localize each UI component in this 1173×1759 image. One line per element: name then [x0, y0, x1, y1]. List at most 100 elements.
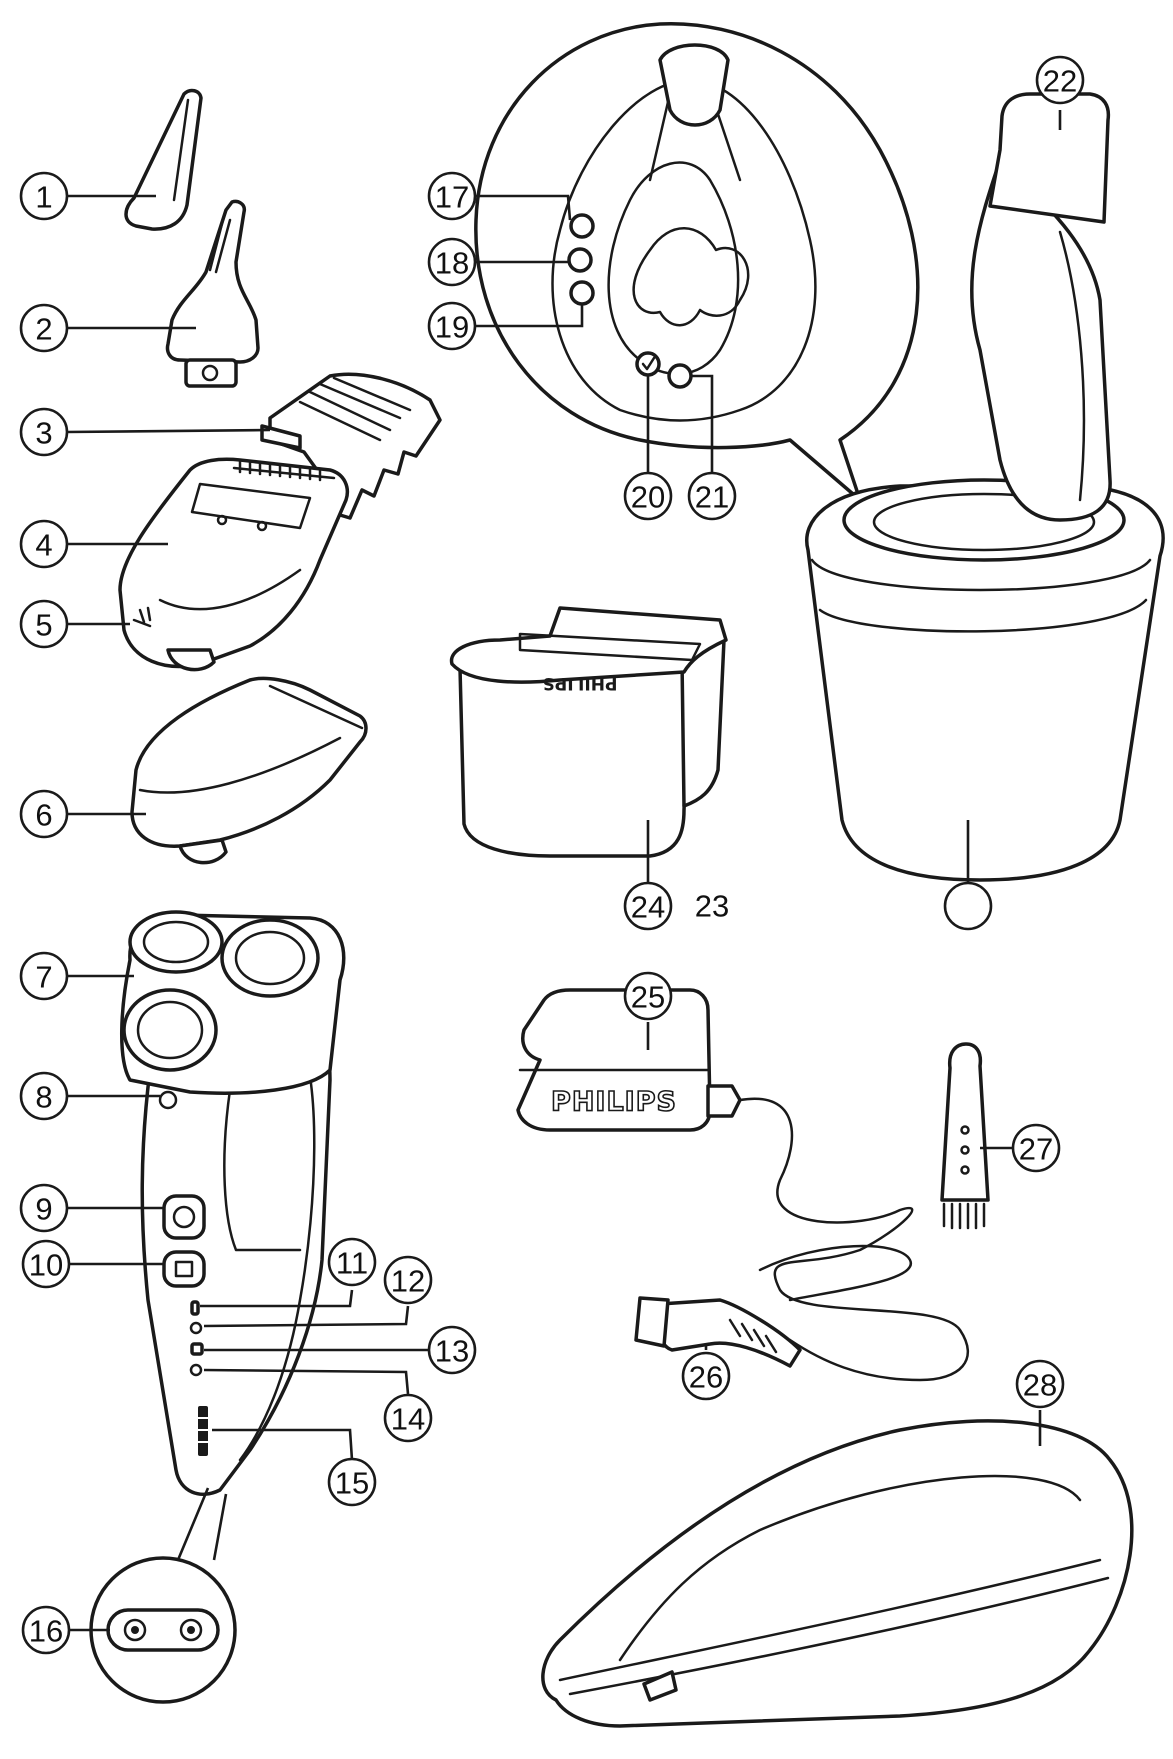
callout-number: 10	[29, 1248, 63, 1283]
callout-circle	[623, 471, 673, 521]
callout-11: 11	[327, 1237, 377, 1287]
callout-circle	[427, 237, 477, 287]
callout-number: 28	[1023, 1368, 1057, 1403]
part-1-trimmer-cap	[124, 88, 203, 231]
callout-number: 4	[35, 528, 52, 563]
power-adapter: PHILIPS	[516, 988, 970, 1382]
callout-circle	[681, 1351, 731, 1401]
callout-number: 16	[29, 1614, 63, 1649]
callout-number: 26	[689, 1360, 723, 1395]
callout-number: 14	[391, 1402, 425, 1437]
callout-5: 5	[19, 599, 69, 649]
callout-10: 10	[21, 1239, 71, 1289]
callout-number: 21	[695, 480, 729, 515]
part-4-beard-trimmer	[118, 457, 350, 672]
callout-number: 13	[435, 1334, 469, 1369]
callout-circle	[427, 1325, 477, 1375]
callout-2: 2	[19, 303, 69, 353]
callout-18: 18	[427, 237, 477, 287]
callout-number: 2	[35, 312, 52, 347]
callout-number: 8	[35, 1080, 52, 1115]
callout-20: 20	[623, 471, 673, 521]
callout-circle	[19, 599, 69, 649]
callout-8: 8	[19, 1071, 69, 1121]
callout-28: 28	[1015, 1359, 1065, 1409]
cleaning-cartridge: PHILIPS	[449, 606, 728, 858]
callout-1: 1	[19, 171, 69, 221]
callout-circle	[19, 1071, 69, 1121]
callout-9: 9	[19, 1183, 69, 1233]
part-16-socket-detail	[89, 1487, 237, 1704]
callout-14: 14	[383, 1393, 433, 1443]
cleaning-brush	[940, 1042, 990, 1230]
callout-25: 25	[623, 971, 673, 1021]
callout-circle	[19, 303, 69, 353]
adapter-brand-text: PHILIPS	[551, 1087, 677, 1118]
callout-number: 6	[35, 798, 52, 833]
callout-circle	[687, 471, 737, 521]
callout-21: 21	[687, 471, 737, 521]
label-23: 23	[695, 889, 729, 924]
callout-6: 6	[19, 789, 69, 839]
cleaning-station	[805, 92, 1165, 882]
callout-number: 17	[435, 180, 469, 215]
callout-circle	[19, 951, 69, 1001]
callout-circle	[327, 1237, 377, 1287]
callout-circle	[19, 1183, 69, 1233]
callout-13: 13	[427, 1325, 477, 1375]
shaver	[120, 910, 346, 1496]
callout-number: 22	[1043, 64, 1077, 99]
callout-15: 15	[327, 1457, 377, 1507]
callout-circle	[1035, 55, 1085, 105]
callout-number: 20	[631, 480, 665, 515]
callout-circle	[943, 881, 993, 931]
leader-lines	[65, 110, 1062, 1632]
callout-circle	[21, 1605, 71, 1655]
callout-26: 26	[681, 1351, 731, 1401]
callout-circle	[21, 1239, 71, 1289]
callout-16: 16	[21, 1605, 71, 1655]
callout-circle	[19, 789, 69, 839]
callout-number: 19	[435, 310, 469, 345]
part-6-precision-trimmer	[130, 676, 368, 865]
callout-blank	[943, 881, 993, 931]
callout-number: 27	[1019, 1132, 1053, 1167]
callout-number: 25	[631, 980, 665, 1015]
callout-number: 24	[631, 890, 665, 925]
callout-circle	[623, 971, 673, 1021]
callout-number: 3	[35, 416, 52, 451]
callout-circle	[19, 171, 69, 221]
callout-24: 24	[623, 881, 673, 931]
callout-17: 17	[427, 171, 477, 221]
callout-circle	[427, 171, 477, 221]
travel-case	[541, 1419, 1134, 1728]
callout-number: 11	[336, 1246, 368, 1281]
callout-circle	[1011, 1123, 1061, 1173]
callout-4: 4	[19, 519, 69, 569]
callout-circle	[427, 301, 477, 351]
callout-circle	[383, 1393, 433, 1443]
cartridge-brand-text: PHILIPS	[543, 673, 618, 693]
callout-number: 18	[435, 246, 469, 281]
callout-number: 9	[35, 1192, 52, 1227]
callout-number: 15	[335, 1466, 369, 1501]
callout-number: 7	[35, 960, 52, 995]
callout-27: 27	[1011, 1123, 1061, 1173]
callout-number: 5	[35, 608, 52, 643]
callout-number: 12	[391, 1264, 425, 1299]
callout-circle	[327, 1457, 377, 1507]
callout-circle	[1015, 1359, 1065, 1409]
part-2-nose-trimmer	[165, 199, 260, 388]
callout-circle	[623, 881, 673, 931]
callout-19: 19	[427, 301, 477, 351]
callout-3: 3	[19, 407, 69, 457]
callout-number: 1	[35, 180, 52, 215]
callout-22: 22	[1035, 55, 1085, 105]
callout-7: 7	[19, 951, 69, 1001]
callout-circle	[19, 407, 69, 457]
callout-circle	[383, 1255, 433, 1305]
callout-circle	[19, 519, 69, 569]
callout-12: 12	[383, 1255, 433, 1305]
